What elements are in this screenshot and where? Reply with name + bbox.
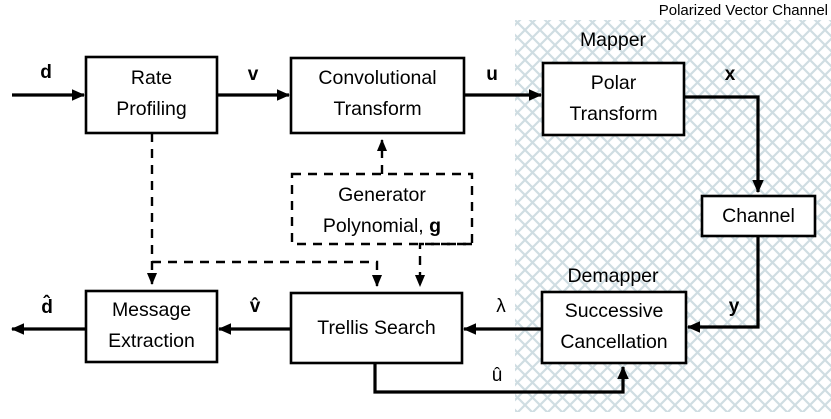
- signal-x-label: x: [725, 64, 736, 85]
- block-convolutional-transform: [289, 56, 466, 135]
- block-trellis-search-label: Trellis Search: [317, 317, 435, 339]
- block-generator-polynomial: [290, 172, 474, 246]
- signal-lambda-label: λ: [496, 296, 506, 317]
- signal-v-label: v: [248, 64, 259, 85]
- block-convolutional-transform-line2: Transform: [333, 98, 421, 120]
- block-channel-label: Channel: [722, 205, 795, 227]
- block-polar-transform-line2: Transform: [569, 103, 657, 125]
- block-rate-profiling-line2: Profiling: [116, 98, 186, 120]
- block-generator-polynomial-line1: Generator: [338, 184, 426, 206]
- edge-g-to-trellis-search: [414, 242, 472, 287]
- block-trellis-search: [289, 291, 464, 365]
- demapper-label: Demapper: [567, 265, 659, 287]
- signal-u-label: u: [486, 64, 498, 85]
- signal-d-label: d: [40, 62, 52, 83]
- block-successive-cancellation: [540, 290, 688, 365]
- edge-y-channel-to-sc: [686, 236, 760, 333]
- block-rate-profiling-line1: Rate: [131, 67, 172, 89]
- signal-v-hat-label: v̂: [250, 296, 261, 317]
- mapper-label: Mapper: [580, 29, 647, 51]
- block-polar-transform-line1: Polar: [591, 72, 637, 94]
- block-successive-cancellation-line1: Successive: [565, 300, 664, 322]
- edge-x-polar-to-channel: [684, 95, 764, 194]
- signal-d-hat-label: d̂: [41, 296, 53, 318]
- block-message-extraction-line2: Extraction: [108, 330, 195, 352]
- signal-u-hat-label: û: [492, 365, 503, 386]
- block-generator-polynomial-line2: Polynomial, g: [323, 215, 441, 237]
- polarized-vector-channel-title: Polarized Vector Channel: [659, 2, 828, 19]
- block-polar-transform: [541, 61, 686, 137]
- edge-u-hat-feedback: [373, 363, 629, 394]
- block-convolutional-transform-line1: Convolutional: [318, 67, 436, 89]
- edge-rate-profiling-branch-to-trellis: [152, 260, 383, 287]
- signal-y-label: y: [729, 296, 740, 317]
- block-rate-profiling: [84, 55, 219, 135]
- block-message-extraction: [84, 289, 219, 364]
- block-message-extraction-line1: Message: [112, 299, 191, 321]
- block-successive-cancellation-line2: Cancellation: [560, 331, 667, 353]
